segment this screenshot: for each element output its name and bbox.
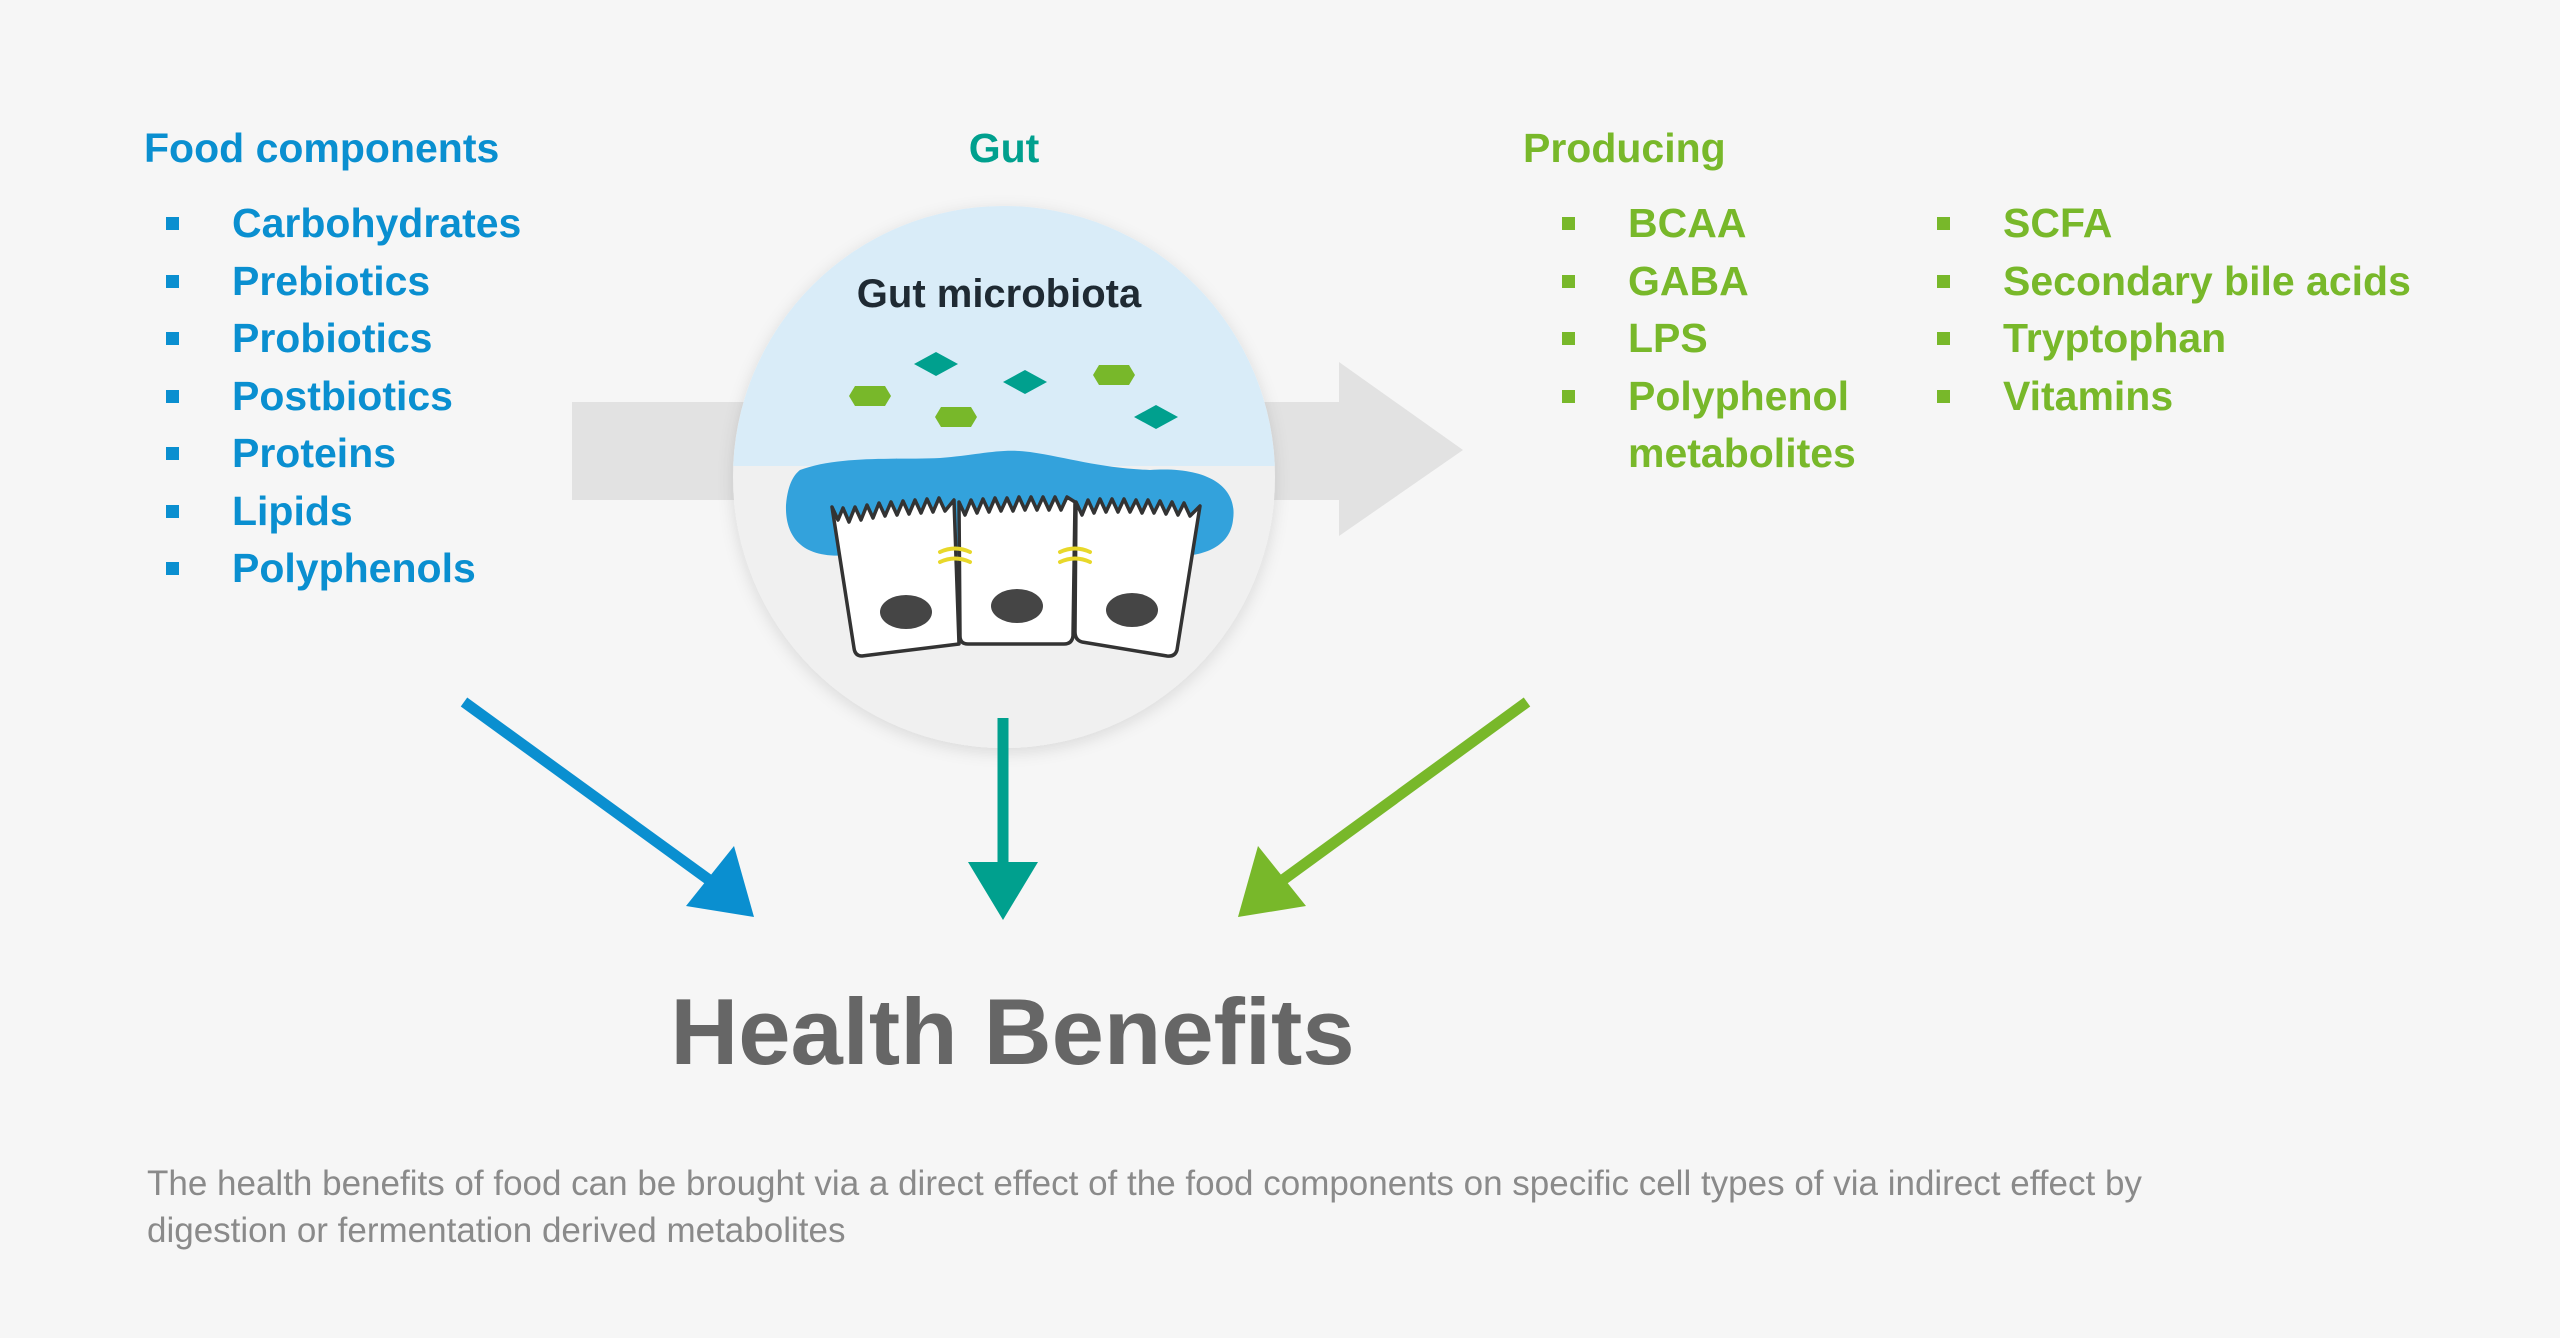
nucleus-icon bbox=[880, 589, 1158, 629]
producing-list-2: SCFA Secondary bile acids Tryptophan Vit… bbox=[1937, 195, 2411, 425]
list-item: Secondary bile acids bbox=[1937, 253, 2411, 311]
list-item: LPS bbox=[1562, 310, 1892, 368]
blue-arrow bbox=[460, 697, 754, 917]
list-item: Probiotics bbox=[166, 310, 521, 368]
list-item: Prebiotics bbox=[166, 253, 521, 311]
food-components-heading: Food components bbox=[144, 125, 500, 171]
producing-list-1: BCAA GABA LPS Polyphenol metabolites bbox=[1562, 195, 1892, 483]
gut-heading: Gut bbox=[968, 125, 1040, 171]
teal-arrow bbox=[968, 718, 1038, 920]
list-item: Carbohydrates bbox=[166, 195, 521, 253]
list-item: Polyphenol metabolites bbox=[1562, 368, 1868, 483]
gut-circle bbox=[733, 206, 1275, 748]
tight-junction-icon bbox=[938, 546, 1092, 564]
list-item: GABA bbox=[1562, 253, 1892, 311]
caption: The health benefits of food can be broug… bbox=[147, 1164, 2142, 1250]
list-item: Tryptophan bbox=[1937, 310, 2411, 368]
microbe-diamond-icon bbox=[914, 352, 1178, 429]
health-benefits-title: Health Benefits bbox=[670, 979, 1355, 1084]
list-item: Polyphenols bbox=[166, 540, 521, 598]
list-item: SCFA bbox=[1937, 195, 2411, 253]
green-arrow bbox=[1238, 697, 1531, 917]
list-item: Lipids bbox=[166, 483, 521, 541]
list-item: Postbiotics bbox=[166, 368, 521, 426]
list-item: Proteins bbox=[166, 425, 521, 483]
list-item: Vitamins bbox=[1937, 368, 2411, 426]
epithelial-cells-icon bbox=[830, 495, 1202, 658]
food-components-list: Carbohydrates Prebiotics Probiotics Post… bbox=[166, 195, 521, 598]
list-item: BCAA bbox=[1562, 195, 1892, 253]
producing-heading: Producing bbox=[1523, 125, 1726, 171]
gut-microbiota-label: Gut microbiota bbox=[856, 272, 1142, 316]
microbe-hexagon-icon bbox=[849, 365, 1135, 427]
